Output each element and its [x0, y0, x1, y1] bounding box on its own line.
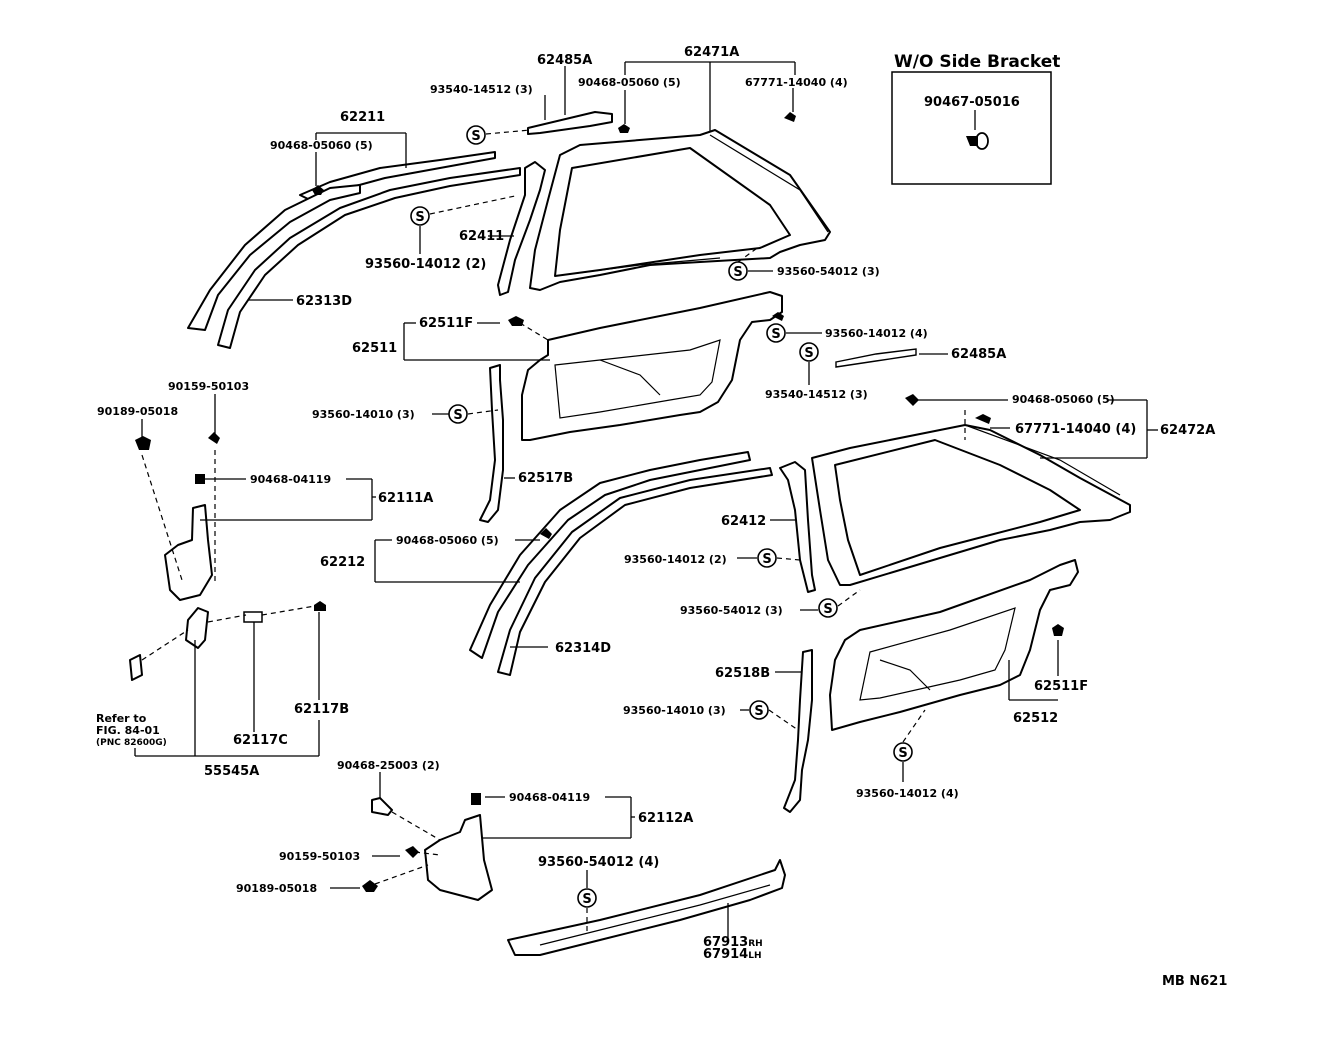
label-62313D: 62313D: [296, 294, 352, 309]
s-symbol-icon: S: [577, 888, 597, 908]
label-93560-14012-4-bot: 93560-14012 (4): [856, 787, 959, 800]
label-90468-05060-left: 90468-05060 (5): [270, 139, 373, 152]
label-62472A: 62472A: [1160, 423, 1215, 438]
fastener-icons: [135, 112, 1064, 892]
label-67914: 67914LH: [703, 947, 762, 962]
label-93560-54012-4: 93560-54012 (4): [538, 855, 659, 870]
s-symbol-icon: S: [818, 598, 838, 618]
svg-text:S: S: [582, 892, 591, 907]
label-62112A: 62112A: [638, 811, 693, 826]
s-symbol-icon: S: [728, 261, 748, 281]
label-62511F-right: 62511F: [1034, 679, 1088, 694]
quarter-window-frame-lower: [811, 424, 1131, 586]
label-62471A: 62471A: [684, 45, 739, 60]
s-symbols: S S S S S S S S S S S: [410, 125, 913, 908]
label-90159-50103-left: 90159-50103: [168, 380, 249, 393]
label-90468-05060-center: 90468-05060 (5): [396, 534, 499, 547]
label-62485A-mid: 62485A: [951, 347, 1006, 362]
label-62111A: 62111A: [378, 491, 433, 506]
s-symbol-icon: S: [448, 404, 468, 424]
pillar-strip-62412: [779, 461, 816, 593]
s-symbol-icon: S: [410, 206, 430, 226]
svg-text:S: S: [453, 408, 462, 423]
inset-part-label: 90467-05016: [924, 95, 1020, 110]
label-90189-05018-left: 90189-05018: [97, 405, 178, 418]
label-90468-05060-right: 90468-05060 (5): [1012, 393, 1115, 406]
pillar-62517B: [479, 364, 504, 523]
quarter-trim-62512: [829, 559, 1079, 731]
s-symbol-icon: S: [893, 742, 913, 762]
quarter-trim-62511: [521, 291, 783, 441]
svg-text:S: S: [754, 704, 763, 719]
label-90468-04119-bot: 90468-04119: [509, 791, 590, 804]
label-refer-line2: FIG. 84-01: [96, 724, 160, 737]
label-93560-14012-2-bot: 93560-14012 (2): [624, 553, 727, 566]
label-55545A: 55545A: [204, 764, 259, 779]
weatherstrip-62314D: [497, 467, 773, 676]
label-93540-14512-top: 93540-14512 (3): [430, 83, 533, 96]
label-62211: 62211: [340, 110, 385, 125]
pillar-62518B: [783, 649, 813, 813]
label-62314D: 62314D: [555, 641, 611, 656]
roof-rail-62212: [469, 451, 751, 659]
figure-code: MB N621: [1162, 974, 1227, 989]
roof-rail-62211: [187, 151, 496, 331]
label-62212: 62212: [320, 555, 365, 570]
strip-62485A-top: [527, 111, 613, 135]
label-refer-line3: (PNC 82600G): [96, 738, 167, 748]
leader-lines: [134, 61, 1158, 940]
label-62512: 62512: [1013, 711, 1058, 726]
label-62511F-top: 62511F: [419, 316, 473, 331]
label-93540-14512-mid: 93540-14512 (3): [765, 388, 868, 401]
label-67771-14040-right: 67771-14040 (4): [1015, 422, 1136, 437]
svg-text:S: S: [733, 265, 742, 280]
svg-text:S: S: [771, 327, 780, 342]
s-symbol-icon: S: [799, 342, 819, 362]
svg-text:S: S: [898, 746, 907, 761]
label-90468-05060-top: 90468-05060 (5): [578, 76, 681, 89]
label-90468-04119-left: 90468-04119: [250, 473, 331, 486]
label-93560-14012-4-mid: 93560-14012 (4): [825, 327, 928, 340]
label-62412: 62412: [721, 514, 766, 529]
s-symbol-icon: S: [749, 700, 769, 720]
s-symbol-icon: S: [466, 125, 486, 145]
label-62411: 62411: [459, 229, 504, 244]
kick-panel-62112A: [371, 797, 493, 901]
label-62117C: 62117C: [233, 733, 288, 748]
scuff-plate-67913: [507, 859, 786, 956]
label-62485A-top: 62485A: [537, 53, 592, 68]
pillar-lower-55545A: [129, 607, 209, 681]
label-refer-line1: Refer to: [96, 712, 147, 725]
label-62518B: 62518B: [715, 666, 770, 681]
svg-text:S: S: [762, 552, 771, 567]
label-93560-14010-mid: 93560-14010 (3): [312, 408, 415, 421]
label-93560-54012-3-bot: 93560-54012 (3): [680, 604, 783, 617]
center-pillar-62111A: [164, 504, 213, 601]
svg-text:S: S: [804, 346, 813, 361]
label-90468-25003: 90468-25003 (2): [337, 759, 440, 772]
label-62511: 62511: [352, 341, 397, 356]
label-67771-14040-top: 67771-14040 (4): [745, 76, 848, 89]
label-93560-54012-3-top: 93560-54012 (3): [777, 265, 880, 278]
label-62517B: 62517B: [518, 471, 573, 486]
svg-text:S: S: [471, 129, 480, 144]
label-67913: 67913RH: [703, 935, 763, 950]
svg-text:S: S: [823, 602, 832, 617]
weatherstrip-62313D: [217, 167, 521, 349]
svg-text:S: S: [415, 210, 424, 225]
label-62117B: 62117B: [294, 702, 349, 717]
s-symbol-icon: S: [757, 548, 777, 568]
label-93560-14012-2-top: 93560-14012 (2): [365, 257, 486, 272]
s-symbol-icon: S: [766, 323, 786, 343]
quarter-window-frame-upper: [529, 129, 831, 291]
label-93560-14010-bot: 93560-14010 (3): [623, 704, 726, 717]
inset-box: W/O Side Bracket 90467-05016: [891, 52, 1060, 185]
part-labels: 62485A 62471A 93540-14512 (3) 90468-0506…: [96, 45, 1227, 989]
clip-icon: [966, 132, 989, 150]
inset-title: W/O Side Bracket: [894, 52, 1060, 72]
label-90189-05018-bot: 90189-05018: [236, 882, 317, 895]
pillar-strip-62411: [497, 161, 546, 296]
label-90159-50103-bot: 90159-50103: [279, 850, 360, 863]
